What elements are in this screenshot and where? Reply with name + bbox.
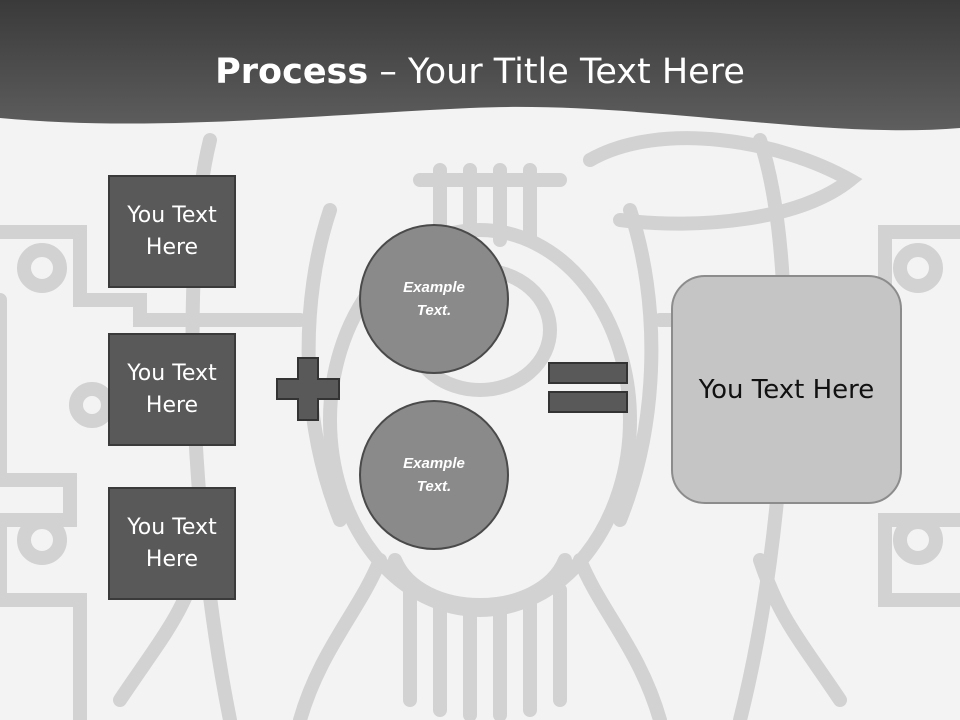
slide-title: Process – Your Title Text Here <box>0 52 960 92</box>
input-box-label: You Text Here <box>127 360 217 418</box>
circle-label: Example Text. <box>403 455 465 495</box>
example-circle-2[interactable]: Example Text. <box>359 400 509 550</box>
result-label: You Text Here <box>698 374 875 405</box>
example-circle-1[interactable]: Example Text. <box>359 224 509 374</box>
input-box-1[interactable]: You Text Here <box>108 175 236 288</box>
input-box-label: You Text Here <box>127 202 217 260</box>
result-box[interactable]: You Text Here <box>671 275 902 504</box>
plus-icon <box>276 357 340 421</box>
equals-icon <box>548 362 628 413</box>
title-rest: – Your Title Text Here <box>368 52 745 92</box>
input-box-label: You Text Here <box>127 514 217 572</box>
input-box-3[interactable]: You Text Here <box>108 487 236 600</box>
input-box-2[interactable]: You Text Here <box>108 333 236 446</box>
title-bold: Process <box>215 52 369 92</box>
title-banner <box>0 0 960 131</box>
circle-label: Example Text. <box>403 279 465 319</box>
